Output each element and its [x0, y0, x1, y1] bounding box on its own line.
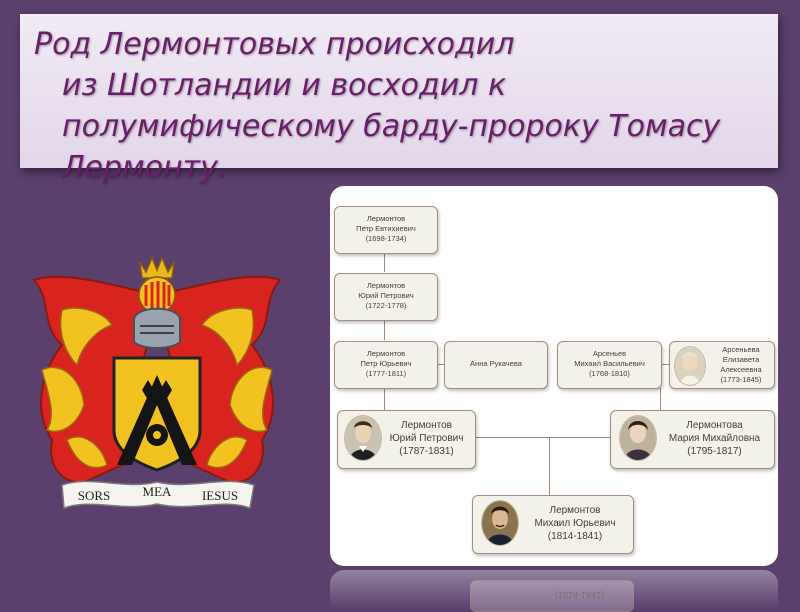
- person-surname: Лермонтов: [401, 420, 452, 431]
- person-surname: Лермонтов: [366, 349, 406, 358]
- person-name: Петр Юрьевич: [360, 359, 412, 368]
- motto-word-1: SORS: [78, 488, 111, 503]
- person-years: (1795-1817): [687, 446, 742, 457]
- person-patronymic: Алексеевна: [720, 365, 762, 374]
- person-years: (1814-1841): [547, 531, 603, 542]
- person-name: Петр Евтихиевич: [356, 224, 416, 233]
- person-years: (1777-1811): [365, 369, 407, 378]
- portrait-image: [481, 500, 519, 546]
- person-years: (1787-1831): [399, 446, 454, 457]
- person-petr-evtikhievich: Лермонтов Петр Евтихиевич (1698-1734): [334, 206, 438, 254]
- person-petr-yurievich: Лермонтов Петр Юрьевич (1777-1811): [334, 341, 438, 389]
- person-name: Юрий Петрович: [358, 291, 414, 300]
- connector: [549, 437, 550, 495]
- portrait-image: [344, 415, 382, 461]
- title-line-4: Лермонту.: [62, 150, 228, 185]
- person-years: (1698-1734): [365, 234, 407, 243]
- person-surname: Лермонтова: [686, 420, 743, 431]
- title-line-1: Род Лермонтовых происходил: [34, 27, 515, 62]
- slide-title: Род Лермонтовых происходил из Шотландии …: [34, 24, 774, 188]
- person-name: Елизавета: [722, 355, 760, 364]
- connector: [384, 320, 385, 340]
- person-yuri-petrovich-1722: Лермонтов Юрий Петрович (1722-1778): [334, 273, 438, 321]
- person-years: (1722-1778): [365, 301, 407, 310]
- title-banner: [20, 14, 778, 168]
- connector: [660, 388, 661, 410]
- person-mikhail-yurievich: Лермонтов Михаил Юрьевич (1814-1841): [472, 495, 634, 554]
- title-line-3: полумифическому барду-пророку Томасу: [62, 109, 721, 144]
- reflection-text: (1814-1841): [555, 590, 605, 600]
- connector: [436, 364, 444, 365]
- title-line-2: из Шотландии и восходил к: [62, 68, 507, 103]
- portrait-image: [619, 415, 657, 461]
- person-surname: Лермонтов: [366, 214, 406, 223]
- person-surname: Арсеньев: [592, 349, 627, 358]
- person-surname: Лермонтов: [549, 505, 601, 516]
- person-name: Михаил Васильевич: [574, 359, 645, 368]
- connector: [384, 388, 385, 410]
- person-yuri-petrovich-1787: Лермонтов Юрий Петрович (1787-1831): [337, 410, 476, 469]
- reflection-box: [470, 580, 634, 612]
- connector: [384, 254, 385, 272]
- person-surname: Лермонтов: [366, 281, 406, 290]
- person-maria-mikhailovna: Лермонтова Мария Михайловна (1795-1817): [610, 410, 775, 469]
- person-anna-rukacheva: Анна Рукачева: [444, 341, 548, 389]
- connector: [474, 437, 610, 438]
- person-name: Анна Рукачева: [470, 359, 522, 368]
- person-arsenyev: Арсеньев Михаил Васильевич (1768-1810): [557, 341, 662, 389]
- motto-word-2: MEA: [143, 484, 173, 499]
- person-arsenyeva: Арсеньева Елизавета Алексеевна (1773-184…: [669, 341, 775, 389]
- person-years: (1773-1845): [720, 375, 762, 384]
- person-name: Михаил Юрьевич: [534, 518, 616, 529]
- person-name: Юрий Петрович: [389, 433, 464, 444]
- motto-word-3: IESUS: [202, 488, 238, 503]
- coat-of-arms: SORS MEA IESUS: [32, 256, 282, 510]
- person-name: Мария Михайловна: [668, 433, 761, 444]
- person-surname: Арсеньева: [722, 345, 760, 354]
- portrait-image: [674, 346, 706, 386]
- person-years: (1768-1810): [589, 369, 630, 378]
- connector: [661, 364, 669, 365]
